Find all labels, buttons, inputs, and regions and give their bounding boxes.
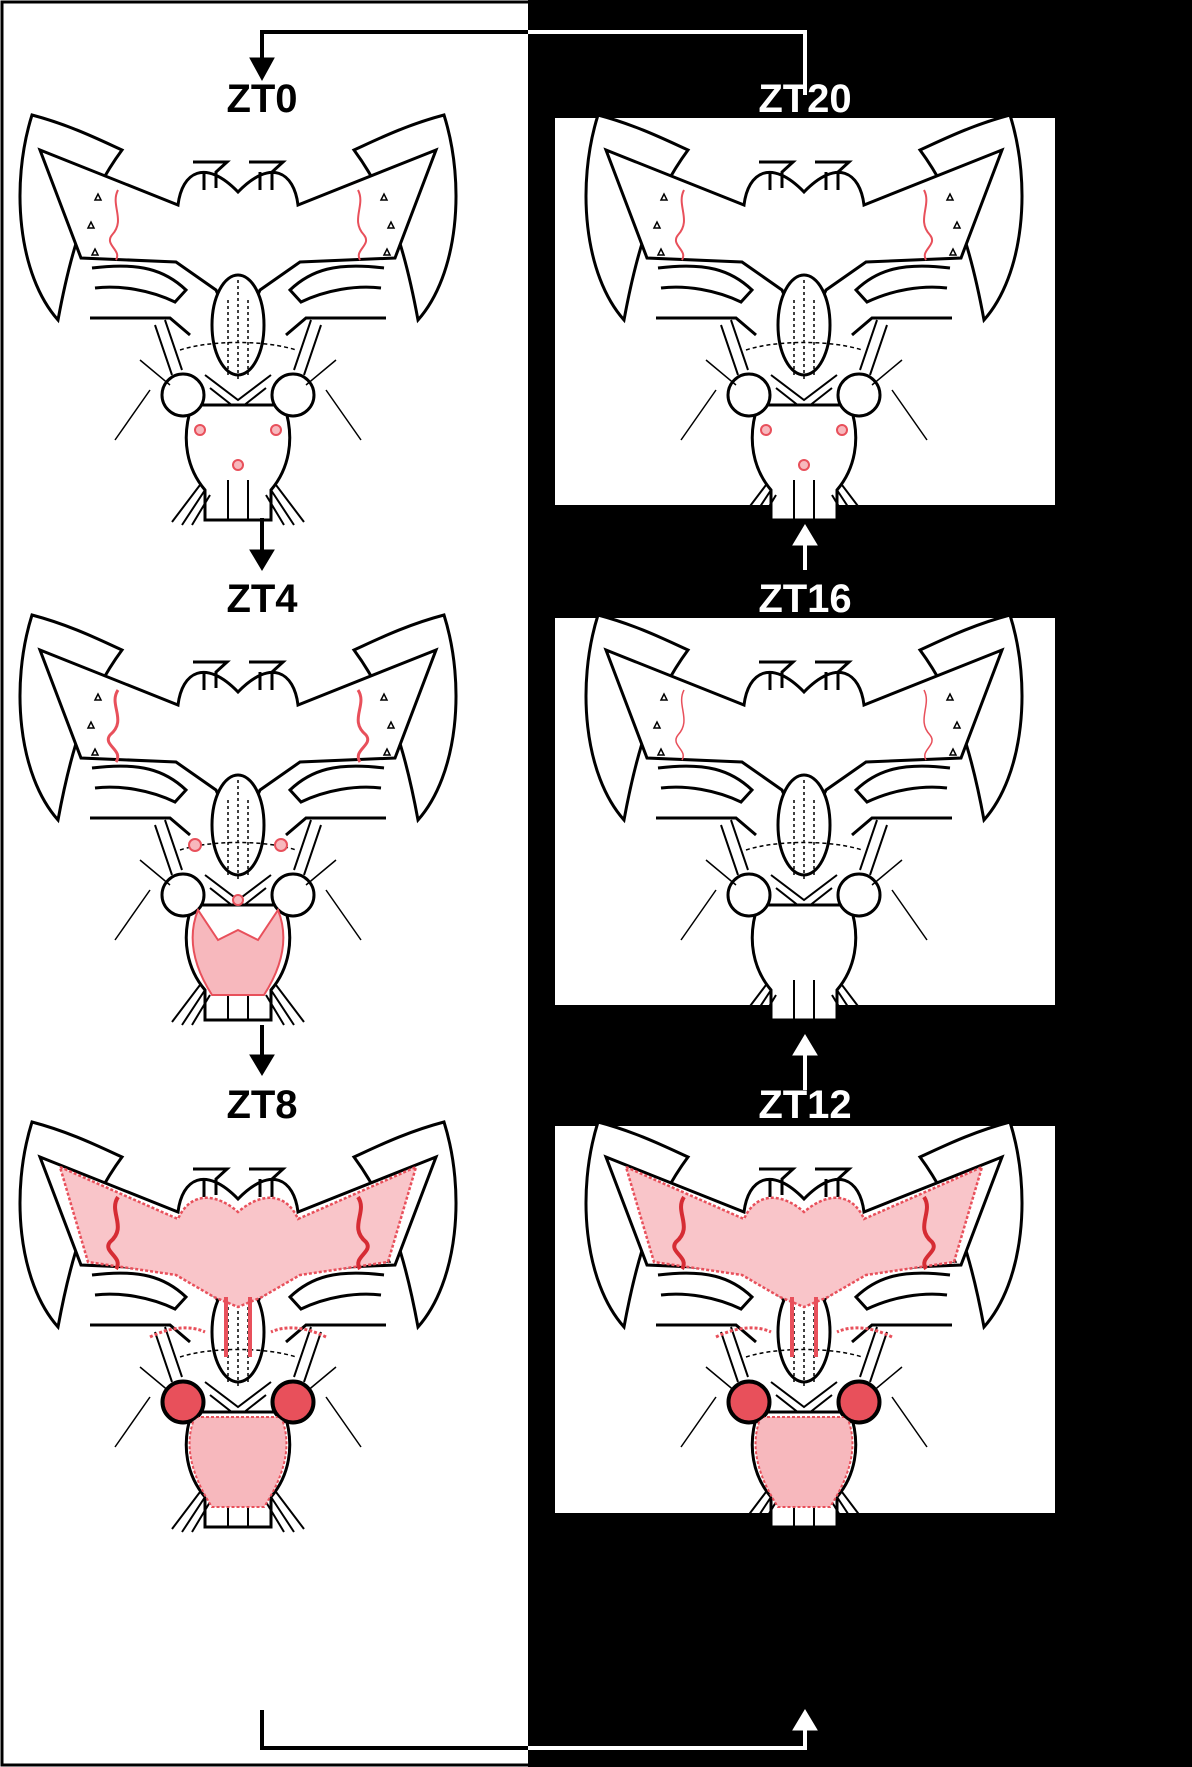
label-zt12: ZT12 <box>758 1083 851 1127</box>
label-zt8: ZT8 <box>226 1083 297 1127</box>
label-zt20: ZT20 <box>758 77 851 121</box>
label-zt4: ZT4 <box>226 577 298 621</box>
label-zt16: ZT16 <box>758 577 851 621</box>
label-zt0: ZT0 <box>226 77 297 121</box>
